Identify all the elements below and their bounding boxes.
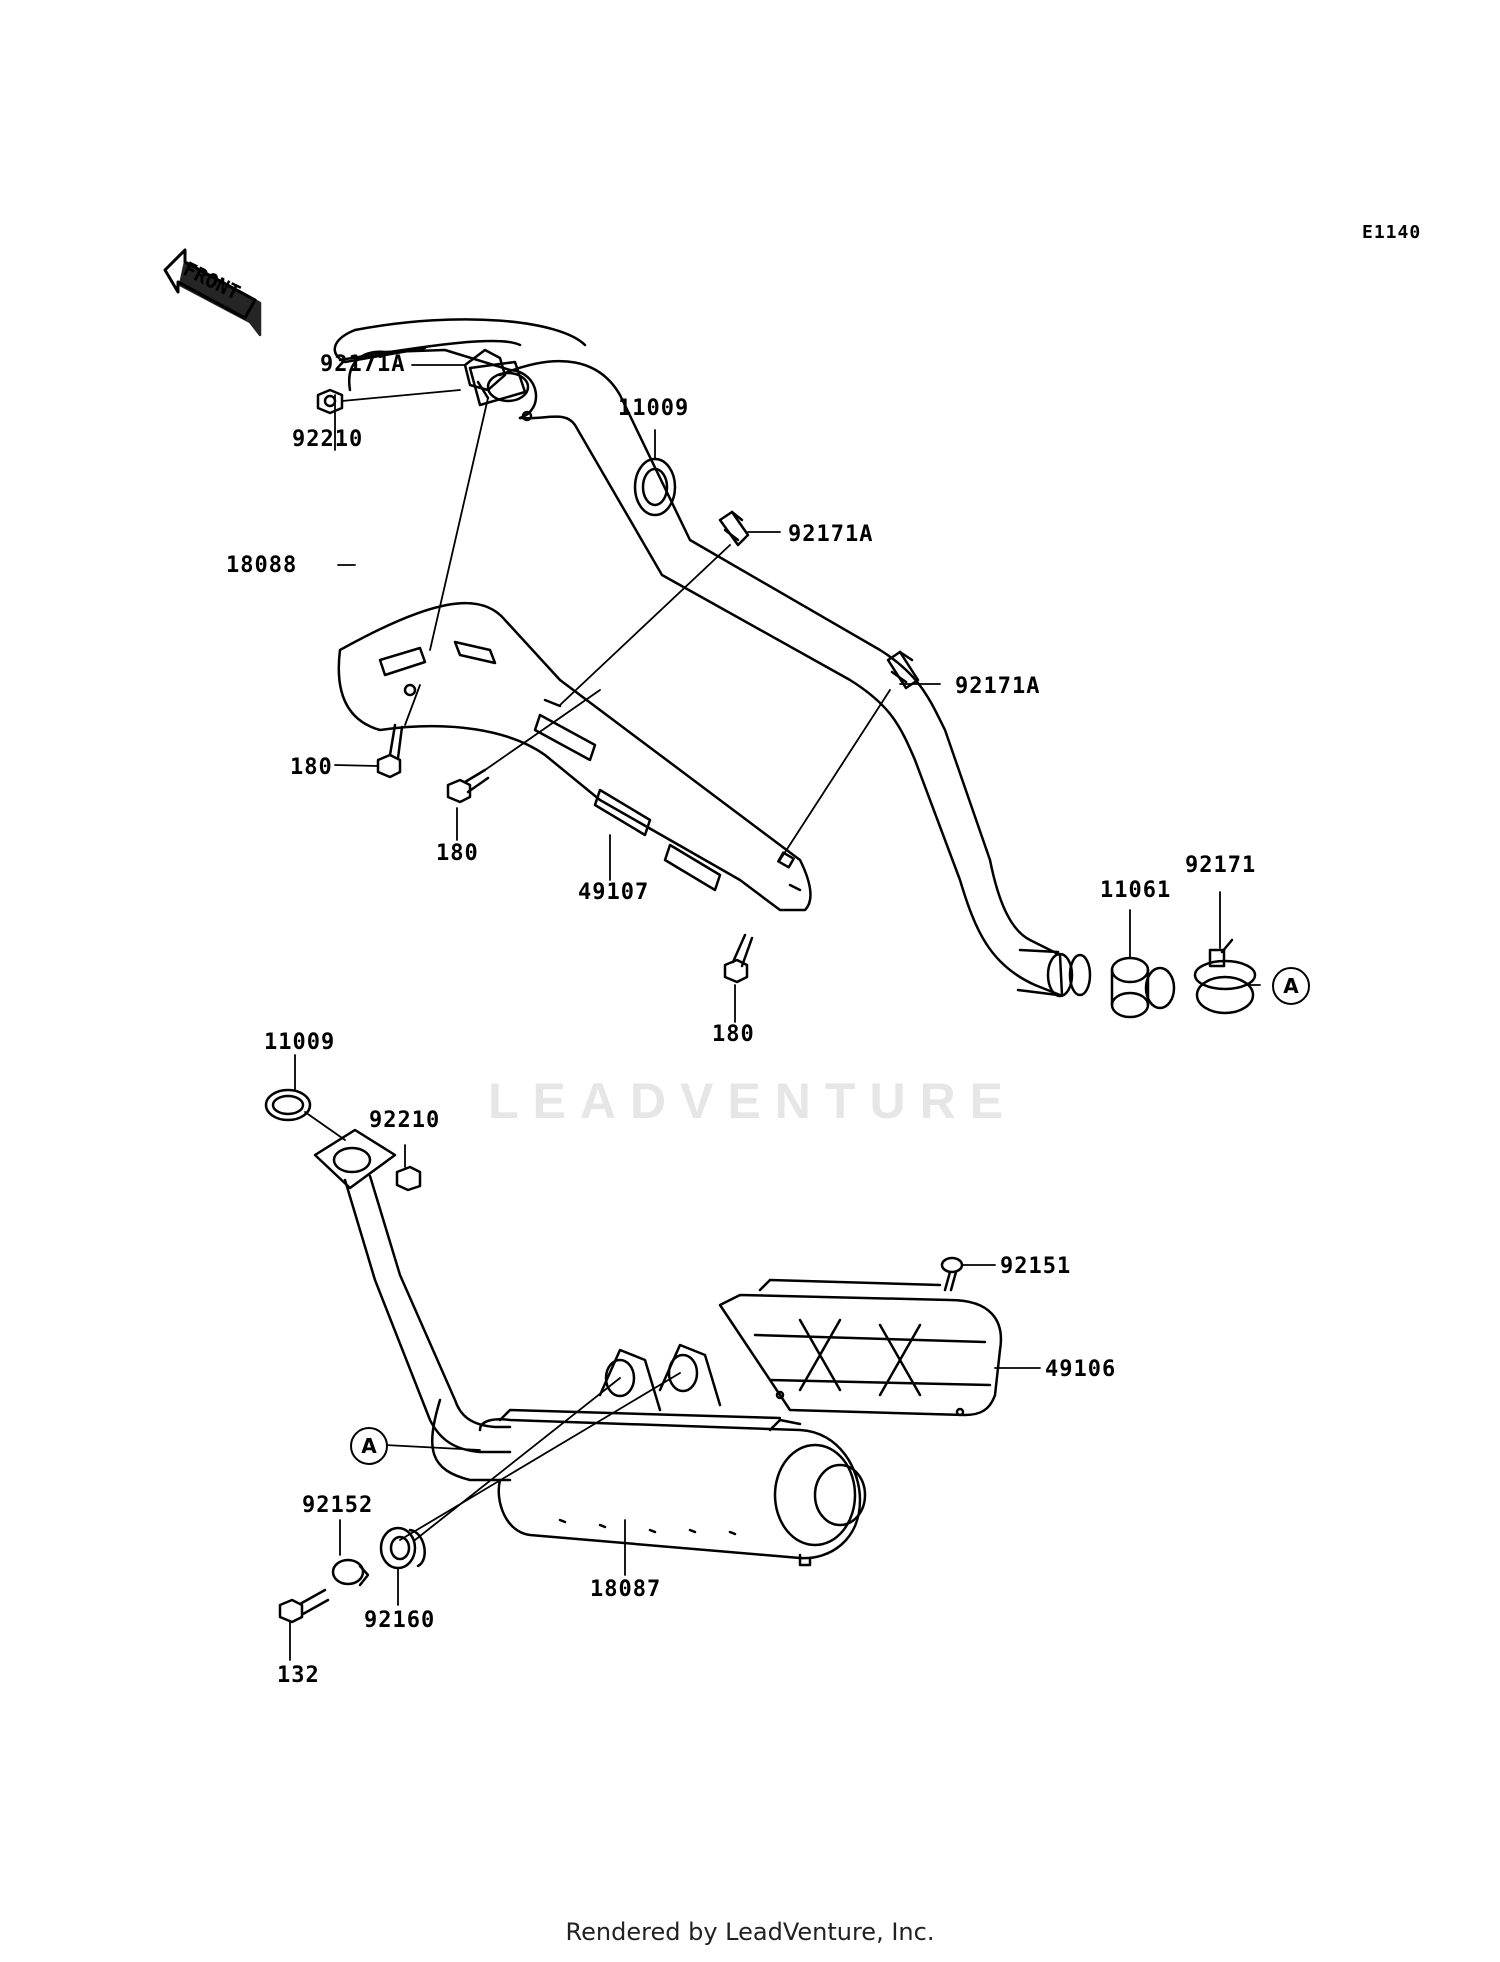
footer-credit: Rendered by LeadVenture, Inc.	[565, 1918, 935, 1946]
bolt-180-bottom	[723, 933, 754, 984]
gasket-11009-bottom	[264, 1088, 312, 1122]
heat-guard-49106	[718, 1278, 1003, 1417]
diagram-code: E1140	[1362, 222, 1422, 243]
part-label-180-mid[interactable]: 180	[436, 841, 479, 866]
part-label-132[interactable]: 132	[277, 1663, 320, 1688]
part-label-92210-bottom[interactable]: 92210	[369, 1108, 441, 1133]
connector-11061	[1110, 956, 1176, 1019]
nut-92210-bottom	[395, 1165, 422, 1192]
watermark: LEADVENTURE	[488, 1073, 1018, 1129]
part-label-18088[interactable]: 18088	[226, 553, 298, 578]
washer-92152	[331, 1558, 370, 1587]
bolt-132	[278, 1588, 330, 1624]
part-label-92171[interactable]: 92171	[1185, 853, 1257, 878]
clamp-92171	[1193, 938, 1257, 1015]
grommet-92160	[379, 1526, 426, 1570]
part-label-11009-top[interactable]: 11009	[618, 396, 690, 421]
part-label-11061[interactable]: 11061	[1100, 878, 1172, 903]
lower-header-pipe	[313, 1128, 512, 1482]
part-label-92171a-top[interactable]: 92171A	[320, 352, 406, 377]
part-label-180-bottom[interactable]: 180	[712, 1022, 755, 1047]
part-label-18087[interactable]: 18087	[590, 1577, 662, 1602]
part-label-92151[interactable]: 92151	[1000, 1254, 1072, 1279]
part-label-92171a-right[interactable]: 92171A	[955, 674, 1041, 699]
part-label-11009-bottom[interactable]: 11009	[264, 1030, 336, 1055]
muffler-18087	[478, 1343, 867, 1567]
part-label-92171a-mid[interactable]: 92171A	[788, 522, 874, 547]
gasket-11009-top	[633, 457, 677, 517]
part-label-92152[interactable]: 92152	[302, 1493, 374, 1518]
part-label-180-left[interactable]: 180	[290, 755, 333, 780]
part-label-49106[interactable]: 49106	[1045, 1357, 1117, 1382]
callout-a-right[interactable]: A	[1272, 967, 1310, 1005]
bolt-180-left	[376, 723, 404, 779]
front-arrow-icon: FRONT	[163, 248, 262, 337]
callout-a-left[interactable]: A	[350, 1427, 388, 1465]
nut-92210-top	[316, 388, 344, 415]
screw-92151	[940, 1256, 964, 1292]
part-label-92160[interactable]: 92160	[364, 1608, 436, 1633]
leader-lines	[289, 364, 1261, 1661]
part-label-49107[interactable]: 49107	[578, 880, 650, 905]
part-label-92210-top[interactable]: 92210	[292, 427, 364, 452]
clamp-92171a-mid	[718, 510, 750, 547]
exhaust-pipe-18088	[333, 318, 1092, 998]
clamp-92171a-top	[463, 348, 507, 400]
clamp-92171a-right	[886, 650, 920, 690]
heat-guard-49107	[337, 601, 812, 912]
bolt-180-mid	[446, 768, 490, 804]
